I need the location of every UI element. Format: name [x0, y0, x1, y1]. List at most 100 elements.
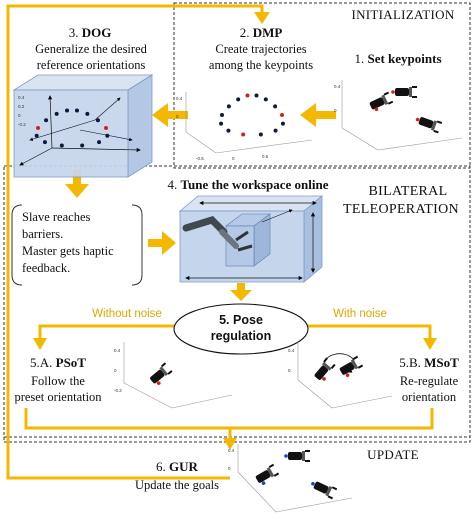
branch-with-noise-label: With noise — [333, 308, 387, 320]
trajectory-point — [97, 140, 102, 145]
trajectory-point — [258, 132, 263, 137]
dog-axis-tick: 0.2 — [18, 104, 25, 109]
keypoints-plot: 0.4 0 — [334, 80, 463, 151]
branch-without-noise-arrowhead — [33, 338, 47, 350]
gur-plot: 0.4 0 — [228, 444, 353, 513]
initialization-frame — [173, 2, 471, 169]
branch-without-noise — [38, 324, 176, 340]
keypoint-marker — [280, 113, 284, 117]
psot-axis-tick: 0 — [114, 368, 117, 373]
trajectory-point — [273, 104, 278, 109]
gripper-icon — [415, 117, 443, 134]
dog-workspace-box: 0.4 0.2 0 -0.2 — [12, 74, 154, 178]
gripper-icon — [339, 355, 364, 377]
trajectory-point — [59, 143, 64, 148]
gripper-icon — [255, 463, 280, 485]
dog-axis-tick: 0 — [18, 113, 21, 118]
branch-with-noise-arrowhead — [423, 338, 437, 350]
gripper-icon — [311, 481, 338, 500]
keypoint-marker — [36, 126, 40, 130]
barrier-note-line-4: feedback. — [22, 261, 71, 275]
keypoint-marker — [241, 132, 246, 137]
dmp-plot: -0.5 0 0.5 0.4 0 — [176, 92, 313, 161]
step-gur-desc-1: Update the goals — [134, 478, 219, 492]
dmp-axis-tick: 0.5 — [262, 154, 269, 159]
dmp-trajectory — [219, 93, 285, 137]
teleoperation-workspace-box — [178, 195, 324, 283]
step-dog-title: 3. DOG — [68, 25, 112, 40]
trajectory-point — [44, 118, 49, 123]
step-psot-desc-1: Follow the — [31, 374, 85, 388]
trajectory-point — [280, 121, 285, 126]
pose-regulation-node — [173, 303, 309, 355]
trajectory-point — [34, 133, 39, 138]
trajectory-point — [263, 97, 268, 102]
arrow-to-gur-head — [223, 438, 237, 450]
gur-axis-tick: 0 — [228, 466, 231, 471]
step-msot-title: 5.B. MSoT — [399, 355, 459, 370]
psot-plot: 0.4 0 -0.2 — [114, 342, 233, 409]
trajectory-point — [95, 118, 100, 123]
keypoints-axis-tick: 0 — [334, 108, 337, 113]
step-dog-desc-2: reference orientations — [36, 58, 146, 72]
step-tune-workspace-title: 4. Tune the workspace online — [167, 177, 329, 192]
trajectory-point — [226, 128, 231, 133]
feedback-loop-arrowhead — [254, 12, 270, 24]
step-dmp-desc-1: Create trajectories — [215, 42, 307, 56]
dog-axis-tick: 0.4 — [18, 95, 25, 100]
section-bilateral: BILATERAL — [368, 184, 448, 199]
trajectory-point — [220, 113, 224, 117]
step-dmp-desc-2: among the keypoints — [208, 58, 314, 72]
section-initialization: INITIALIZATION — [351, 7, 455, 22]
gripper-icon — [369, 91, 394, 112]
step-dmp-title: 2. DMP — [239, 25, 283, 40]
msot-plot: 0.4 0 — [288, 342, 393, 409]
psot-axis-tick: -0.2 — [114, 388, 122, 393]
trajectory-point — [80, 143, 85, 148]
trajectory-point — [42, 140, 47, 145]
arrow-note-to-workspace — [148, 231, 176, 255]
keypoint-marker — [245, 93, 250, 98]
barrier-note-brace — [11, 204, 23, 286]
barrier-note-line-3: Master gets haptic — [22, 244, 114, 258]
trajectory-point — [219, 121, 224, 126]
msot-axis-tick: 0 — [288, 368, 291, 373]
arrow-dog-down — [65, 170, 89, 198]
trajectory-point — [226, 104, 231, 109]
gur-axis-tick: 0.4 — [228, 448, 235, 453]
dmp-axis-tick: 0 — [176, 114, 179, 119]
pose-regulation-line-2: regulation — [210, 329, 272, 343]
step-msot-desc-2: orientation — [401, 390, 457, 404]
psot-axis-tick: 0.4 — [114, 348, 121, 353]
trajectory-point — [105, 133, 110, 138]
step-psot-desc-2: preset orientation — [14, 390, 102, 404]
dmp-axis-tick: -0.5 — [196, 156, 204, 161]
barrier-note-line-1: Slave reaches — [22, 210, 91, 224]
arrow-dmp-to-dog — [152, 103, 188, 127]
barrier-note-brace-right — [131, 204, 143, 286]
dog-axis-tick: -0.2 — [18, 122, 26, 127]
arrow-keypoints-to-dmp — [300, 103, 336, 127]
trajectory-point — [85, 111, 90, 116]
gripper-icon — [150, 362, 173, 385]
trajectory-point — [236, 97, 241, 102]
gripper-icon — [284, 450, 310, 462]
keypoint-marker — [104, 126, 108, 130]
step-dog-desc-1: Generalize the desired — [35, 42, 147, 56]
trajectory-point — [74, 108, 79, 113]
msot-axis-tick: 0.4 — [288, 348, 295, 353]
step-gur-title: 6. GUR — [156, 459, 198, 474]
trajectory-point — [273, 128, 278, 133]
arrow-workspace-to-pose — [230, 283, 252, 301]
trajectory-point — [54, 111, 59, 116]
merge-line — [24, 408, 434, 430]
step-psot-title: 5.A. PSoT — [30, 355, 86, 370]
branch-without-noise-label: Without noise — [92, 308, 162, 320]
step-msot-desc-1: Re-regulate — [399, 374, 459, 388]
gripper-icon — [314, 357, 336, 381]
pose-regulation-line-1: 5. Pose — [219, 313, 263, 327]
barrier-note-line-2: barriers. — [22, 227, 64, 241]
trajectory-point — [65, 108, 70, 113]
step-set-keypoints-title: 1. Set keypoints — [354, 51, 442, 66]
